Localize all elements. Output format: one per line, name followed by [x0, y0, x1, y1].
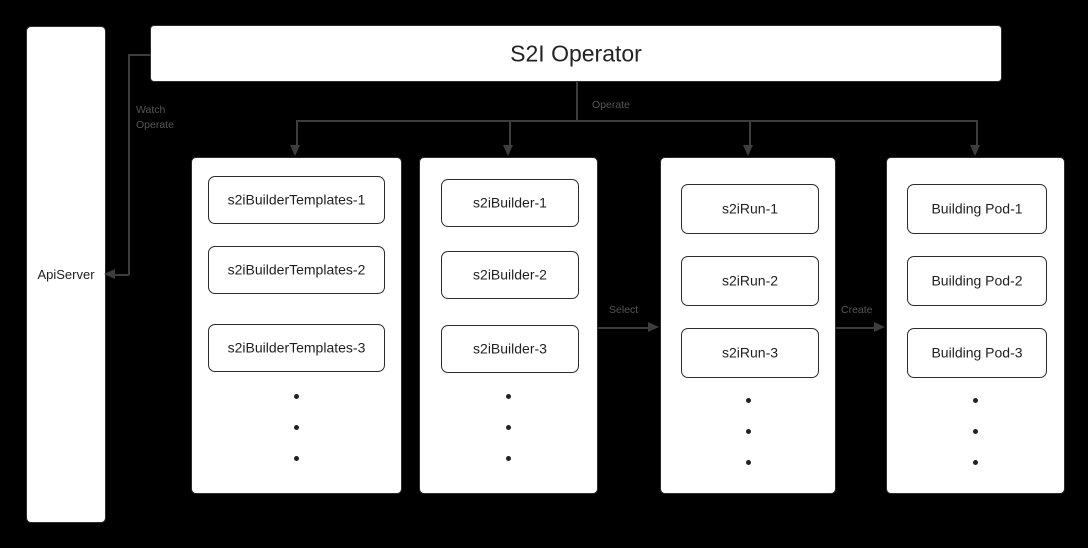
watch-operate-edge-bottom-segment	[115, 274, 129, 276]
list-item[interactable]: s2iRun-1	[681, 184, 819, 234]
watch-operate-arrowhead	[104, 269, 115, 279]
select-edge-line	[598, 327, 649, 329]
watch-operate-edge-top-segment	[128, 54, 151, 56]
apiserver-node[interactable]: ApiServer	[26, 26, 106, 523]
s2i-operator-label: S2I Operator	[510, 40, 642, 67]
list-item[interactable]: s2iBuilder-1	[441, 179, 579, 227]
ellipsis-dot	[745, 398, 751, 403]
select-edge-label: Select	[609, 304, 639, 316]
operate-branch-4-line	[976, 120, 978, 147]
list-item[interactable]: Building Pod-3	[907, 328, 1047, 378]
column-s2ibuilders[interactable]: s2iBuilder-1 s2iBuilder-2 s2iBuilder-3	[419, 157, 598, 494]
select-edge-arrowhead	[648, 322, 659, 332]
watch-operate-edge-label: Watch Operate	[136, 103, 174, 133]
operate-branch-2-line	[509, 120, 511, 147]
column-ellipsis	[887, 398, 1064, 491]
list-item[interactable]: s2iBuilderTemplates-1	[208, 176, 385, 224]
item-label: Building Pod-2	[931, 272, 1023, 289]
create-edge-line	[836, 327, 875, 329]
ellipsis-dot	[745, 429, 751, 434]
list-item[interactable]: s2iRun-2	[681, 256, 819, 306]
column-s2ibuildertemplates[interactable]: s2iBuilderTemplates-1 s2iBuilderTemplate…	[191, 157, 402, 494]
watch-operate-label-line2: Operate	[136, 119, 174, 132]
operate-branch-2-arrowhead	[503, 145, 513, 156]
list-item[interactable]: s2iBuilder-3	[441, 325, 579, 373]
operate-branch-4-arrowhead	[970, 145, 980, 156]
item-label: s2iBuilderTemplates-3	[227, 339, 366, 356]
watch-operate-label-line1: Watch	[136, 104, 166, 116]
ellipsis-dot	[973, 460, 978, 465]
list-item[interactable]: s2iBuilderTemplates-2	[208, 246, 385, 294]
ellipsis-dot	[506, 394, 511, 399]
item-label: s2iRun-2	[721, 272, 779, 289]
operate-branch-3-arrowhead	[743, 145, 753, 156]
ellipsis-dot	[294, 456, 299, 461]
apiserver-label: ApiServer	[37, 267, 95, 283]
column-ellipsis	[420, 394, 597, 487]
item-label: s2iBuilderTemplates-2	[227, 261, 366, 278]
s2i-operator-node[interactable]: S2I Operator	[150, 25, 1002, 82]
operate-branch-1-arrowhead	[290, 145, 300, 156]
operate-branch-3-line	[749, 120, 751, 147]
ellipsis-dot	[506, 425, 511, 430]
item-label: Building Pod-1	[931, 200, 1023, 217]
operate-branch-1-line	[296, 120, 298, 147]
item-label: Building Pod-3	[931, 344, 1023, 361]
watch-operate-edge-vertical-segment	[128, 54, 130, 275]
ellipsis-dot	[745, 460, 751, 465]
item-label: s2iRun-3	[721, 344, 779, 361]
ellipsis-dot	[973, 398, 978, 403]
list-item[interactable]: s2iBuilderTemplates-3	[208, 324, 385, 372]
ellipsis-dot	[506, 456, 511, 461]
list-item[interactable]: Building Pod-2	[907, 256, 1047, 306]
column-building-pods[interactable]: Building Pod-1 Building Pod-2 Building P…	[886, 157, 1065, 494]
ellipsis-dot	[294, 394, 299, 399]
list-item[interactable]: Building Pod-1	[907, 184, 1047, 234]
list-item[interactable]: s2iBuilder-2	[441, 251, 579, 299]
item-label: s2iBuilder-3	[473, 340, 547, 357]
item-label: s2iRun-1	[721, 200, 779, 217]
item-label: s2iBuilderTemplates-1	[227, 191, 366, 208]
column-ellipsis	[661, 398, 835, 491]
column-s2iruns[interactable]: s2iRun-1 s2iRun-2 s2iRun-3	[660, 157, 836, 494]
column-ellipsis	[192, 394, 401, 487]
list-item[interactable]: s2iRun-3	[681, 328, 819, 378]
create-edge-arrowhead	[874, 322, 885, 332]
operate-edge-stem	[576, 82, 578, 121]
create-edge-label: Create	[841, 304, 873, 316]
item-label: s2iBuilder-1	[473, 194, 547, 211]
ellipsis-dot	[973, 429, 978, 434]
operate-edge-distribution-bar	[296, 120, 977, 122]
item-label: s2iBuilder-2	[473, 266, 547, 283]
operate-edge-label: Operate	[592, 99, 630, 111]
ellipsis-dot	[294, 425, 299, 430]
